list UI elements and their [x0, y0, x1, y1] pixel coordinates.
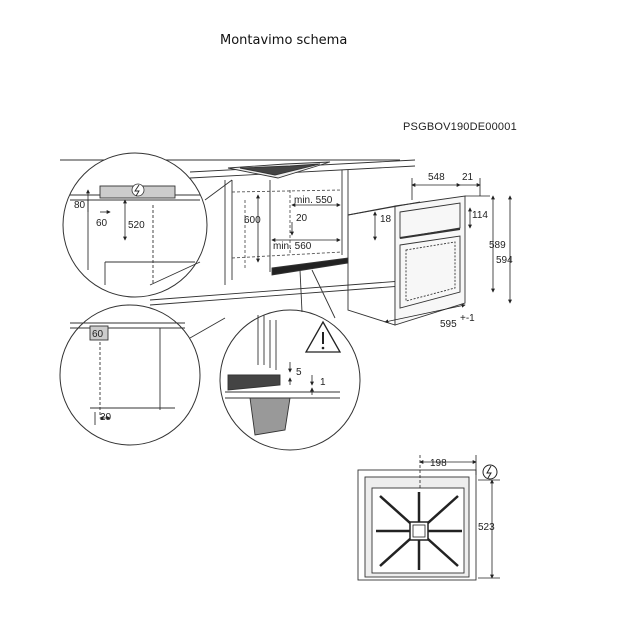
grounding-icon	[482, 464, 498, 480]
dim-1: 1	[320, 377, 326, 388]
dim-60a: 60	[96, 218, 108, 229]
detail-circle-cooktop: 80 60 520	[62, 152, 233, 298]
dim-523: 523	[478, 522, 495, 533]
dim-114: 114	[472, 210, 488, 221]
dim-80: 80	[74, 200, 86, 211]
dim-198: 198	[430, 458, 447, 469]
dim-520: 520	[128, 220, 145, 231]
dim-548: 548	[428, 172, 445, 183]
dim-60b: 60	[92, 329, 104, 340]
oven-top-view	[357, 469, 477, 581]
dim-600: 600	[244, 215, 261, 226]
dim-21: 21	[462, 172, 474, 183]
page-title: Montavimo schema	[220, 33, 348, 48]
detail-circle-ventilation: 5 1	[219, 269, 361, 451]
oven-perspective	[347, 195, 466, 326]
dim-594: 594	[496, 255, 513, 266]
drawing-code: PSGBOV190DE00001	[403, 121, 517, 133]
dim-min-550: min. 550	[294, 195, 333, 206]
warning-icon	[304, 320, 342, 353]
detail-circle-side-panel: 60 20	[59, 304, 226, 446]
dim-20a: 20	[296, 213, 308, 224]
dim-589: 589	[489, 240, 506, 251]
dim-min-560: min. 560	[273, 241, 312, 252]
dim-5: 5	[296, 367, 302, 378]
dim-20b: 20	[100, 412, 112, 423]
dim-18: 18	[380, 214, 392, 225]
dim-595: 595	[440, 319, 457, 330]
dim-595-tolerance: +-1	[460, 313, 475, 324]
